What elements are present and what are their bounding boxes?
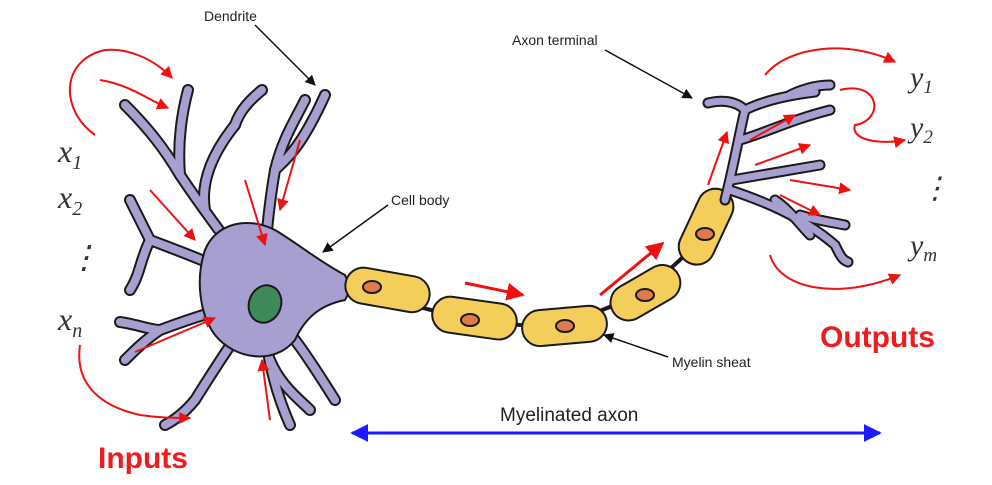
output-ym: ym bbox=[907, 229, 937, 266]
axon-terminal bbox=[702, 79, 854, 268]
neuron-cell bbox=[114, 84, 350, 431]
axon-terminal-label: Axon terminal bbox=[512, 32, 598, 48]
outputs-label: Outputs bbox=[820, 321, 935, 354]
axon-signal-arrow bbox=[599, 241, 665, 297]
dendrite-signal-arrow bbox=[277, 139, 301, 212]
myelin-segment bbox=[431, 295, 518, 341]
inputs-label: Inputs bbox=[98, 442, 188, 475]
output-y1: y1 bbox=[907, 61, 933, 98]
myelin-sheat-label: Myelin sheat bbox=[672, 354, 751, 370]
input-x2: x2 bbox=[57, 179, 82, 220]
myelinated-axon bbox=[344, 187, 735, 348]
input-curve-arrow bbox=[69, 48, 173, 136]
signal-arrows bbox=[69, 47, 907, 424]
dendrite-signal-arrow bbox=[244, 179, 268, 247]
dendrite-signal-arrow bbox=[257, 358, 271, 421]
axon-terminal-pointer bbox=[604, 49, 693, 99]
dendrite-signal-arrow bbox=[149, 189, 196, 241]
dendrite-label: Dendrite bbox=[204, 8, 257, 24]
cell-body-label: Cell body bbox=[391, 192, 449, 208]
input-x1: x1 bbox=[57, 133, 82, 174]
myelin-segment bbox=[609, 264, 682, 322]
output-curve-arrow bbox=[839, 87, 907, 148]
output-y2: y2 bbox=[907, 111, 933, 148]
axon-signal-arrow bbox=[464, 281, 525, 301]
terminal-signal-arrow bbox=[779, 194, 822, 216]
input-xn: xn bbox=[57, 301, 82, 342]
myelin-segment bbox=[344, 266, 431, 314]
output-dots: ⋮ bbox=[920, 172, 950, 205]
nucleus bbox=[247, 284, 283, 324]
input-curve-arrow bbox=[78, 344, 192, 424]
dendrite-pointer bbox=[254, 24, 316, 86]
terminal-signal-arrow bbox=[789, 179, 852, 195]
axon-signal-arrow bbox=[707, 130, 730, 186]
pointer-arrows bbox=[254, 24, 693, 358]
terminal-signal-arrow bbox=[749, 114, 797, 141]
input-dots: ⋮ bbox=[68, 239, 100, 275]
output-curve-arrow bbox=[769, 254, 902, 290]
myelin-segment bbox=[521, 304, 608, 348]
terminal-signal-arrow bbox=[754, 143, 812, 166]
myelin-sheat-pointer bbox=[603, 333, 669, 358]
output-curve-arrow bbox=[764, 47, 897, 76]
myelinated-axon-label: Myelinated axon bbox=[500, 405, 638, 426]
input-curve-arrow bbox=[99, 79, 170, 110]
dendrite-signal-arrow bbox=[134, 316, 217, 353]
cell-body-pointer bbox=[322, 204, 389, 253]
